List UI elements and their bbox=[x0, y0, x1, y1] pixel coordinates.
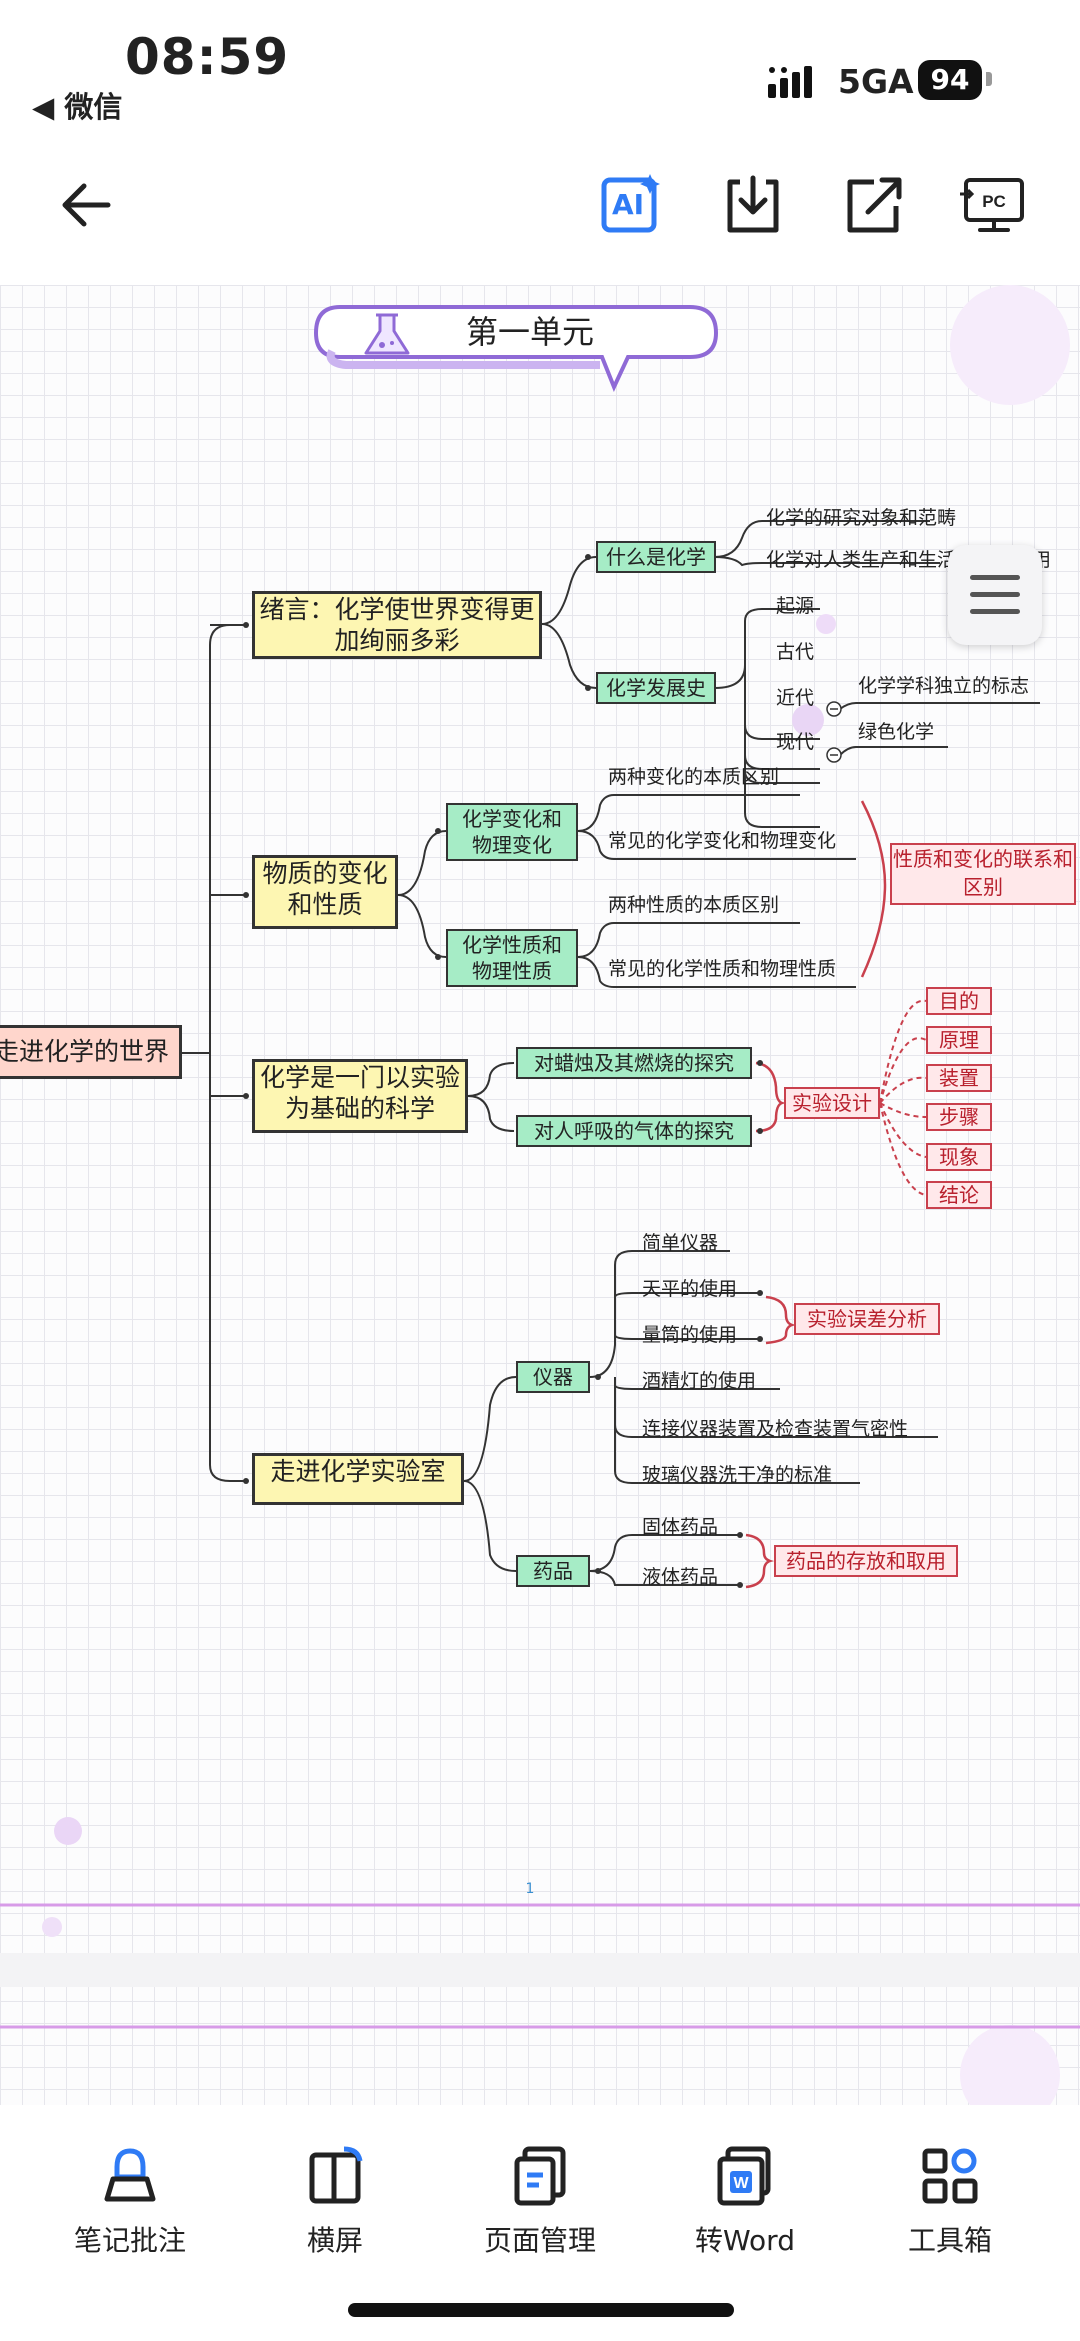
top-toolbar: AI PC bbox=[0, 150, 1080, 260]
flask-icon bbox=[364, 313, 410, 355]
leaf-property-essence: 两种性质的本质区别 bbox=[608, 894, 780, 916]
leaf-liquid-reagents: 液体药品 bbox=[642, 1566, 719, 1588]
page-number: 1 bbox=[525, 1881, 535, 1897]
bottom-navigation: 笔记批注 横屏 页面管理 W 转Word 工具 bbox=[0, 2105, 1080, 2341]
nav-page-manage[interactable]: 页面管理 bbox=[440, 2145, 640, 2285]
leaf-origin: 起源 bbox=[776, 595, 815, 617]
leaf-common-changes: 常见的化学变化和物理变化 bbox=[608, 830, 837, 852]
node-reagent-storage[interactable]: 药品的存放和取用 bbox=[774, 1545, 958, 1577]
leaf-green-chemistry: 绿色化学 bbox=[858, 721, 935, 743]
mindmap-canvas[interactable]: 第一单元 走进化学的世界 绪言：化学使世界变得更加绚丽多彩 什么是化学 化学的研… bbox=[0, 285, 1080, 2105]
back-arrow-icon[interactable] bbox=[52, 170, 122, 240]
battery-indicator: 94 bbox=[918, 60, 982, 100]
nav-landscape-label: 横屏 bbox=[306, 2224, 363, 2257]
node-error-analysis[interactable]: 实验误差分析 bbox=[794, 1303, 940, 1335]
branch-chemistry-lab[interactable]: 走进化学实验室 bbox=[252, 1453, 464, 1505]
nav-to-word-label: 转Word bbox=[695, 2224, 795, 2257]
mindmap-connectors bbox=[0, 285, 1080, 2105]
node-breath-inquiry[interactable]: 对人呼吸的气体的探究 bbox=[516, 1115, 752, 1147]
nav-toolbox-label: 工具箱 bbox=[907, 2224, 992, 2257]
annotate-pen-icon bbox=[104, 2148, 156, 2202]
node-what-is-chemistry[interactable]: 什么是化学 bbox=[596, 541, 716, 573]
battery-tip bbox=[986, 72, 992, 86]
leaf-cylinder-use: 量筒的使用 bbox=[642, 1324, 738, 1346]
step-conclusion[interactable]: 结论 bbox=[926, 1181, 992, 1209]
node-chemical-physical-change[interactable]: 化学变化和物理变化 bbox=[446, 803, 578, 861]
nav-annotate-label: 笔记批注 bbox=[73, 2224, 186, 2257]
ai-sparkle-icon bbox=[601, 174, 660, 233]
branch-introduction[interactable]: 绪言：化学使世界变得更加绚丽多彩 bbox=[252, 591, 542, 659]
svg-text:PC: PC bbox=[982, 192, 1006, 211]
step-principle[interactable]: 原理 bbox=[926, 1026, 992, 1054]
leaf-discipline-independence: 化学学科独立的标志 bbox=[858, 675, 1030, 697]
status-bar: 08:59 ◀ 微信 5GA 94 bbox=[0, 0, 1080, 130]
back-to-app-link[interactable]: ◀ 微信 bbox=[32, 90, 123, 124]
leaf-modern-era: 近代 bbox=[776, 687, 815, 709]
root-node[interactable]: 走进化学的世界 bbox=[0, 1025, 182, 1079]
ai-label: AI bbox=[612, 188, 645, 221]
leaf-research-scope: 化学的研究对象和范畴 bbox=[766, 507, 957, 529]
nav-toolbox[interactable]: 工具箱 bbox=[850, 2145, 1050, 2285]
network-type: 5GA bbox=[838, 62, 914, 101]
leaf-common-properties: 常见的化学性质和物理性质 bbox=[608, 958, 837, 980]
leaf-simple-instruments: 简单仪器 bbox=[642, 1232, 719, 1254]
rotate-screen-icon bbox=[309, 2146, 363, 2204]
node-chemistry-history[interactable]: 化学发展史 bbox=[596, 672, 716, 704]
share-icon[interactable] bbox=[838, 170, 908, 240]
node-chemical-physical-property[interactable]: 化学性质和物理性质 bbox=[446, 929, 578, 987]
pages-icon bbox=[514, 2146, 566, 2206]
nav-page-manage-label: 页面管理 bbox=[483, 2224, 596, 2257]
leaf-glassware-clean: 玻璃仪器洗干净的标准 bbox=[642, 1464, 833, 1486]
mindmap-title: 第一单元 bbox=[465, 313, 594, 351]
step-apparatus[interactable]: 装置 bbox=[926, 1064, 992, 1092]
signal-icon bbox=[768, 66, 812, 98]
toolbox-grid-icon bbox=[922, 2148, 978, 2204]
node-reagents[interactable]: 药品 bbox=[516, 1555, 590, 1587]
branch-matter-change[interactable]: 物质的变化和性质 bbox=[252, 855, 398, 929]
home-indicator[interactable] bbox=[348, 2303, 734, 2317]
step-procedure[interactable]: 步骤 bbox=[926, 1103, 992, 1131]
status-time: 08:59 bbox=[125, 28, 290, 86]
ai-assistant-button[interactable]: AI bbox=[598, 170, 668, 240]
node-experiment-design[interactable]: 实验设计 bbox=[784, 1087, 880, 1119]
step-phenomenon[interactable]: 现象 bbox=[926, 1143, 992, 1171]
nav-to-word[interactable]: W 转Word bbox=[645, 2145, 845, 2285]
word-convert-icon: W bbox=[717, 2146, 771, 2206]
nav-annotate[interactable]: 笔记批注 bbox=[30, 2145, 230, 2285]
leaf-contemporary: 现代 bbox=[776, 731, 815, 753]
step-purpose[interactable]: 目的 bbox=[926, 987, 992, 1015]
branch-experimental-science[interactable]: 化学是一门以实验为基础的科学 bbox=[252, 1059, 468, 1133]
leaf-change-essence: 两种变化的本质区别 bbox=[608, 766, 780, 788]
node-instruments[interactable]: 仪器 bbox=[516, 1361, 590, 1393]
leaf-solid-reagents: 固体药品 bbox=[642, 1516, 719, 1538]
leaf-balance-use: 天平的使用 bbox=[642, 1278, 738, 1300]
node-candle-inquiry[interactable]: 对蜡烛及其燃烧的探究 bbox=[516, 1047, 752, 1079]
outline-menu-button[interactable] bbox=[948, 545, 1042, 645]
nav-landscape[interactable]: 横屏 bbox=[235, 2145, 435, 2285]
leaf-alcohol-lamp: 酒精灯的使用 bbox=[642, 1370, 757, 1392]
leaf-ancient: 古代 bbox=[776, 641, 815, 663]
download-icon[interactable] bbox=[718, 170, 788, 240]
pc-transfer-icon[interactable]: PC bbox=[958, 170, 1028, 240]
svg-text:W: W bbox=[733, 2175, 749, 2192]
node-property-change-relation[interactable]: 性质和变化的联系和区别 bbox=[890, 843, 1076, 905]
leaf-airtightness: 连接仪器装置及检查装置气密性 bbox=[642, 1418, 909, 1440]
